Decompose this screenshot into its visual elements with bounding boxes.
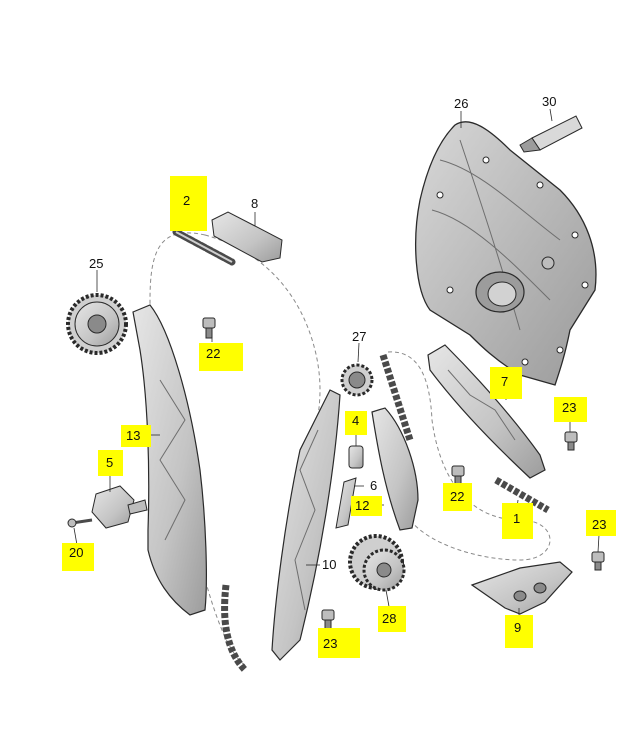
callout-12: 12 xyxy=(355,498,370,513)
chain-guide-pad xyxy=(211,211,283,263)
callout-2: 2 xyxy=(183,193,191,208)
timing-cover xyxy=(415,121,597,386)
callout-9: 9 xyxy=(514,620,522,635)
tensioner-rail xyxy=(132,304,207,616)
upper-chain xyxy=(172,228,236,266)
callout-13: 13 xyxy=(126,428,141,443)
callout-highlight-1 xyxy=(502,503,533,539)
callout-8: 8 xyxy=(251,196,259,211)
callout-7: 7 xyxy=(501,374,509,389)
bolt-23-right xyxy=(564,431,578,451)
camshaft-sprocket xyxy=(66,293,128,355)
callout-highlight-5 xyxy=(98,450,123,476)
callout-highlight-4 xyxy=(345,411,367,435)
callout-5: 5 xyxy=(106,455,114,470)
callout-highlight-23-right xyxy=(554,397,587,422)
callout-highlight-22-right xyxy=(443,483,472,511)
bolt-20 xyxy=(67,518,93,528)
callout-28: 28 xyxy=(382,611,397,626)
callout-27: 27 xyxy=(352,329,367,344)
lower-chain xyxy=(221,584,248,673)
callout-20: 20 xyxy=(69,545,84,560)
bearing-pin xyxy=(335,477,357,529)
callout-highlight-22 xyxy=(199,343,243,371)
callout-23-lower: 23 xyxy=(323,636,338,651)
right-chain xyxy=(379,353,414,442)
callout-highlight-23-lower xyxy=(318,628,360,658)
callout-30: 30 xyxy=(542,94,557,109)
callout-26: 26 xyxy=(454,96,469,111)
tensioner-pin xyxy=(348,445,364,469)
guide-12 xyxy=(371,407,419,531)
oil-pump-chain xyxy=(494,476,550,514)
callout-22-upper: 22 xyxy=(206,346,221,361)
chain-tensioner xyxy=(91,485,148,529)
callout-highlight-7 xyxy=(490,367,522,399)
callout-25: 25 xyxy=(89,256,104,271)
callout-22-right: 22 xyxy=(450,489,465,504)
callout-highlight-13 xyxy=(121,425,151,447)
callout-10: 10 xyxy=(322,557,337,572)
callout-4: 4 xyxy=(352,413,360,428)
double-sprocket xyxy=(348,534,406,592)
bolt-23-lower xyxy=(321,609,335,631)
callout-highlight-28 xyxy=(378,606,406,632)
callout-highlight-9 xyxy=(505,615,533,648)
callout-6: 6 xyxy=(370,478,378,493)
callout-1: 1 xyxy=(513,511,521,526)
callout-highlight-23-far xyxy=(586,510,616,536)
sealant-tube xyxy=(519,115,583,153)
bolt-22-upper xyxy=(202,317,216,339)
tensioner-plate xyxy=(470,561,573,615)
callout-highlight-12 xyxy=(351,496,382,516)
bolt-23-far-right xyxy=(591,551,605,571)
callout-23-right: 23 xyxy=(562,400,577,415)
intermediate-sprocket xyxy=(340,363,374,397)
bolt-22-right xyxy=(451,465,465,485)
callout-23-far-right: 23 xyxy=(592,517,607,532)
guide-rail-7 xyxy=(427,344,546,479)
callout-highlight-2 xyxy=(170,176,207,231)
callout-highlight-20 xyxy=(62,543,94,571)
guide-rail-10 xyxy=(271,389,341,661)
